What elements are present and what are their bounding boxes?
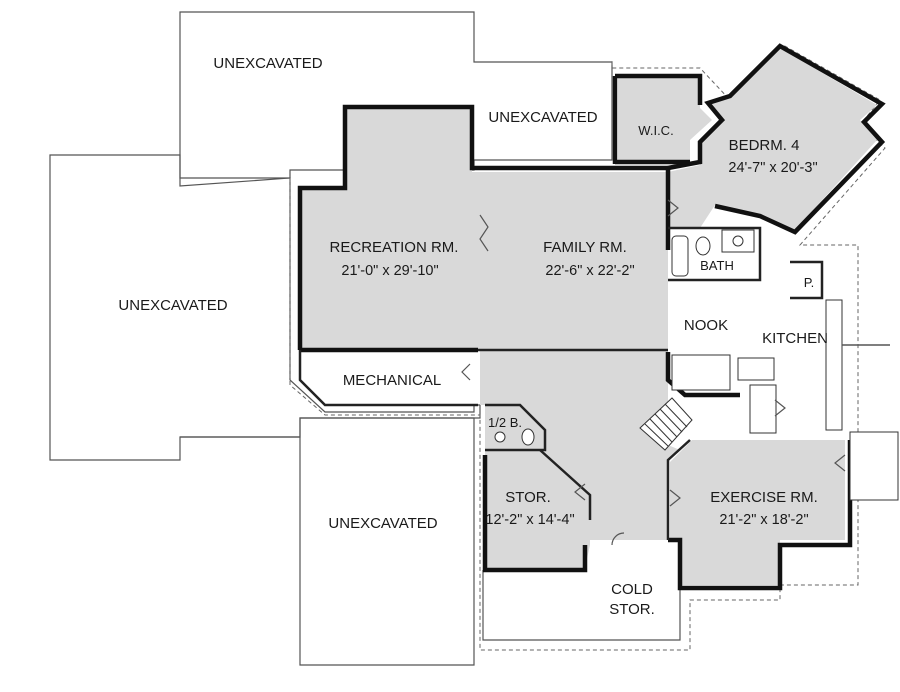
wic-floor	[618, 78, 712, 162]
refrigerator	[749, 384, 777, 434]
pantry-wall	[790, 260, 824, 300]
room-labels: UNEXCAVATED UNEXCAVATED UNEXCAVATED UNEX…	[118, 55, 828, 618]
walls	[297, 43, 886, 591]
french-door	[479, 214, 489, 252]
cold-storage-label-line1: COLD	[611, 581, 653, 598]
pantry-label: P.	[804, 275, 815, 290]
bath-fixtures	[494, 229, 755, 446]
unexcavated-left-label: UNEXCAVATED	[118, 297, 227, 314]
doors	[461, 199, 846, 546]
storage-dims: 12'-2" x 14'-4"	[485, 512, 574, 528]
unexcavated-bottom-label: UNEXCAVATED	[328, 515, 437, 532]
bedroom4-label: BEDRM. 4	[729, 137, 800, 154]
bedroom-door	[667, 199, 679, 217]
wic-label: W.I.C.	[638, 123, 673, 138]
cold-storage-outline	[482, 570, 681, 641]
recreation-floor	[300, 107, 480, 350]
family-label: FAMILY RM.	[543, 239, 627, 256]
storage-angled-wall	[539, 449, 592, 520]
wic-wall	[615, 73, 703, 105]
mechanical-wall	[298, 350, 478, 407]
half-bath-toilet	[521, 428, 535, 446]
unexcavated-bottom-outline	[180, 417, 475, 666]
toilet	[695, 236, 711, 256]
storage-label: STOR.	[505, 489, 551, 506]
half-bath-label: 1/2 B.	[488, 415, 522, 430]
exercise-door	[669, 489, 681, 507]
pantry-door	[774, 399, 786, 417]
stairs	[639, 397, 693, 451]
family-dims: 22'-6" x 22'-2"	[545, 263, 634, 279]
island	[671, 354, 731, 391]
stair-run	[639, 397, 693, 451]
bath-wall	[668, 226, 762, 282]
bedroom4-dims: 24'-7" x 20'-3"	[728, 160, 817, 176]
recreation-wall	[297, 104, 668, 350]
family-floor	[480, 172, 668, 352]
exercise-wall	[668, 440, 853, 591]
bedroom-floor	[668, 48, 877, 230]
storage-wall	[482, 455, 588, 573]
kitchen-fixtures	[671, 299, 899, 501]
exercise-dims: 21'-2" x 18'-2"	[719, 512, 808, 528]
unexcavated-top-mid-label: UNEXCAVATED	[488, 109, 597, 126]
storage-floor	[485, 450, 590, 568]
recreation-label: RECREATION RM.	[330, 239, 459, 256]
hall-floor	[480, 352, 680, 540]
bedroom-outer-wall	[667, 43, 886, 235]
nook-label: NOOK	[684, 317, 728, 334]
storage-door	[574, 483, 586, 501]
exercise-exterior-door	[834, 454, 846, 472]
cold-storage-door	[611, 532, 625, 546]
half-bath-sink	[494, 431, 506, 443]
half-bath-wall	[485, 403, 547, 452]
bath-label: BATH	[700, 258, 734, 273]
kitchen-counter	[825, 299, 843, 431]
cold-storage-label-line2: STOR.	[609, 601, 655, 618]
unexcavated-top-label: UNEXCAVATED	[213, 55, 322, 72]
kitchen-label: KITCHEN	[762, 330, 828, 347]
range	[737, 357, 775, 381]
sink	[732, 235, 744, 247]
exercise-stair-wall	[666, 439, 691, 540]
mechanical-door	[461, 363, 471, 381]
exercise-label: EXERCISE RM.	[710, 489, 818, 506]
mechanical-label: MECHANICAL	[343, 372, 441, 389]
recreation-dims: 21'-0" x 29'-10"	[341, 263, 438, 279]
exercise-floor	[670, 440, 845, 585]
bathtub	[671, 235, 689, 277]
deck-stair	[849, 431, 899, 501]
